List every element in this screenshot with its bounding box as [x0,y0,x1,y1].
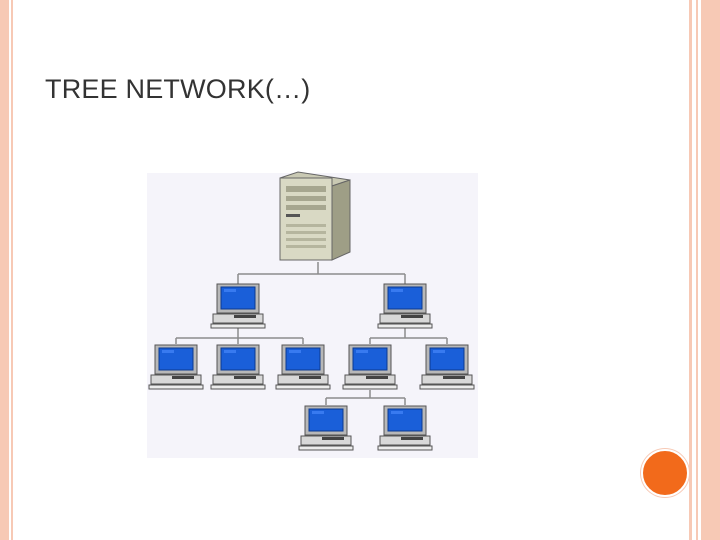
slide-border-right [701,0,720,540]
computer-icon [377,405,433,451]
slide-border-left-line [11,0,13,540]
computer-icon [148,344,204,390]
computer-icon [377,283,433,329]
connection-lines [175,262,448,405]
computer-icon [419,344,475,390]
computer-icon [275,344,331,390]
accent-circle [641,449,689,497]
slide-title: TREE NETWORK(…) [45,74,311,104]
computer-icon [298,405,354,451]
slide-border-right-line-1 [689,0,692,540]
slide-border-left [0,0,9,540]
server-icon [279,171,351,261]
computer-icon [342,344,398,390]
computer-icon [210,283,266,329]
computer-icon [210,344,266,390]
slide-border-right-line-2 [696,0,698,540]
